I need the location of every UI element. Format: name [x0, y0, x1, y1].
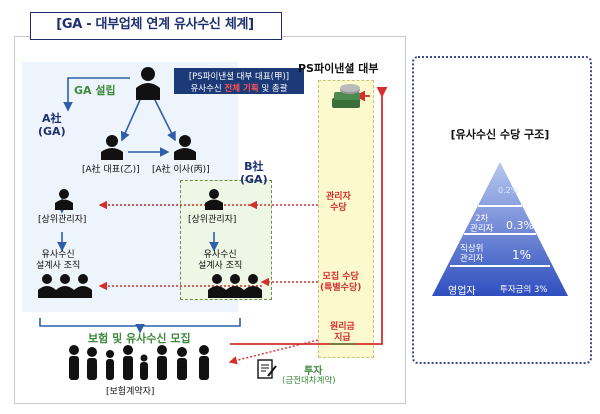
- pyramid-level-3-label: 직상위 관리자: [460, 244, 484, 264]
- pyramid-level-4-label: 영업자: [448, 286, 476, 297]
- title-box: [30, 12, 282, 40]
- b-upper-manager-icon: [205, 189, 223, 210]
- a-director-person-icon: [174, 135, 196, 160]
- ps-caption-line2: 유사수신 전체 기획 및 총괄: [190, 84, 288, 94]
- recruit-fee-label: 모집 수당 (특별수당): [320, 272, 362, 293]
- ps-caption-line1: [PS파이낸셜 대부 대표(甲)]: [188, 72, 290, 82]
- ps-column: [318, 80, 374, 358]
- invest-sub-label: (금전대차계약): [282, 376, 336, 386]
- contract-document-icon: [257, 359, 277, 379]
- a-planner-group-icon: [38, 274, 92, 298]
- pyramid-level-2-pct: 0.3%: [506, 219, 534, 232]
- pyramid: [432, 162, 568, 296]
- b-planner-org-label: 유사수신 설계사 조직: [198, 250, 243, 271]
- ps-caption-box: [174, 68, 304, 94]
- b-corp-label: B社 (GA): [240, 160, 268, 186]
- b-upper-manager-label: [상위관리자]: [188, 215, 237, 225]
- ps-financial-label: PS파이낸셜 대부: [298, 62, 379, 75]
- pyramid-level-1-pct: 0.2%: [498, 186, 519, 195]
- principal-interest-label: 원리금 지급: [330, 322, 355, 343]
- pyramid-level-3-pct: 1%: [512, 248, 532, 262]
- a-upper-manager-label: [상위관리자]: [38, 215, 87, 225]
- a-upper-manager-icon: [55, 189, 73, 210]
- invest-label: 투자: [304, 366, 323, 377]
- recruit-caption: 보험 및 유사수신 모집: [88, 332, 191, 345]
- ga-setup-label: GA 설립: [74, 84, 116, 97]
- a-corp-label: A社 (GA): [38, 112, 66, 138]
- manager-fee-label: 관리자 수당: [326, 192, 351, 213]
- pyramid-body: [432, 162, 568, 296]
- a-planner-org-label: 유사수신 설계사 조직: [36, 250, 81, 271]
- diagram-title: [GA - 대부업체 연계 유사수신 체계]: [56, 17, 254, 32]
- insured-crowd-icon: [69, 345, 209, 380]
- pyramid-level-2-label: 2차 관리자: [470, 214, 494, 234]
- a-rep-label: [A社 대표(乙)]: [82, 165, 140, 175]
- b-planner-group-icon: [208, 274, 262, 298]
- pyramid-title: [유사수신 수당 구조]: [450, 128, 550, 141]
- money-stack-icon: [332, 84, 360, 108]
- pyramid-level-4-pct: 투자금의 3%: [500, 285, 548, 295]
- a-director-label: [A社 이사(丙)]: [152, 165, 210, 175]
- ps-ceo-person-icon: [136, 67, 160, 100]
- pyramid-frame: [412, 56, 592, 364]
- insured-label: [보험계약자]: [106, 387, 155, 397]
- a-rep-person-icon: [101, 135, 123, 160]
